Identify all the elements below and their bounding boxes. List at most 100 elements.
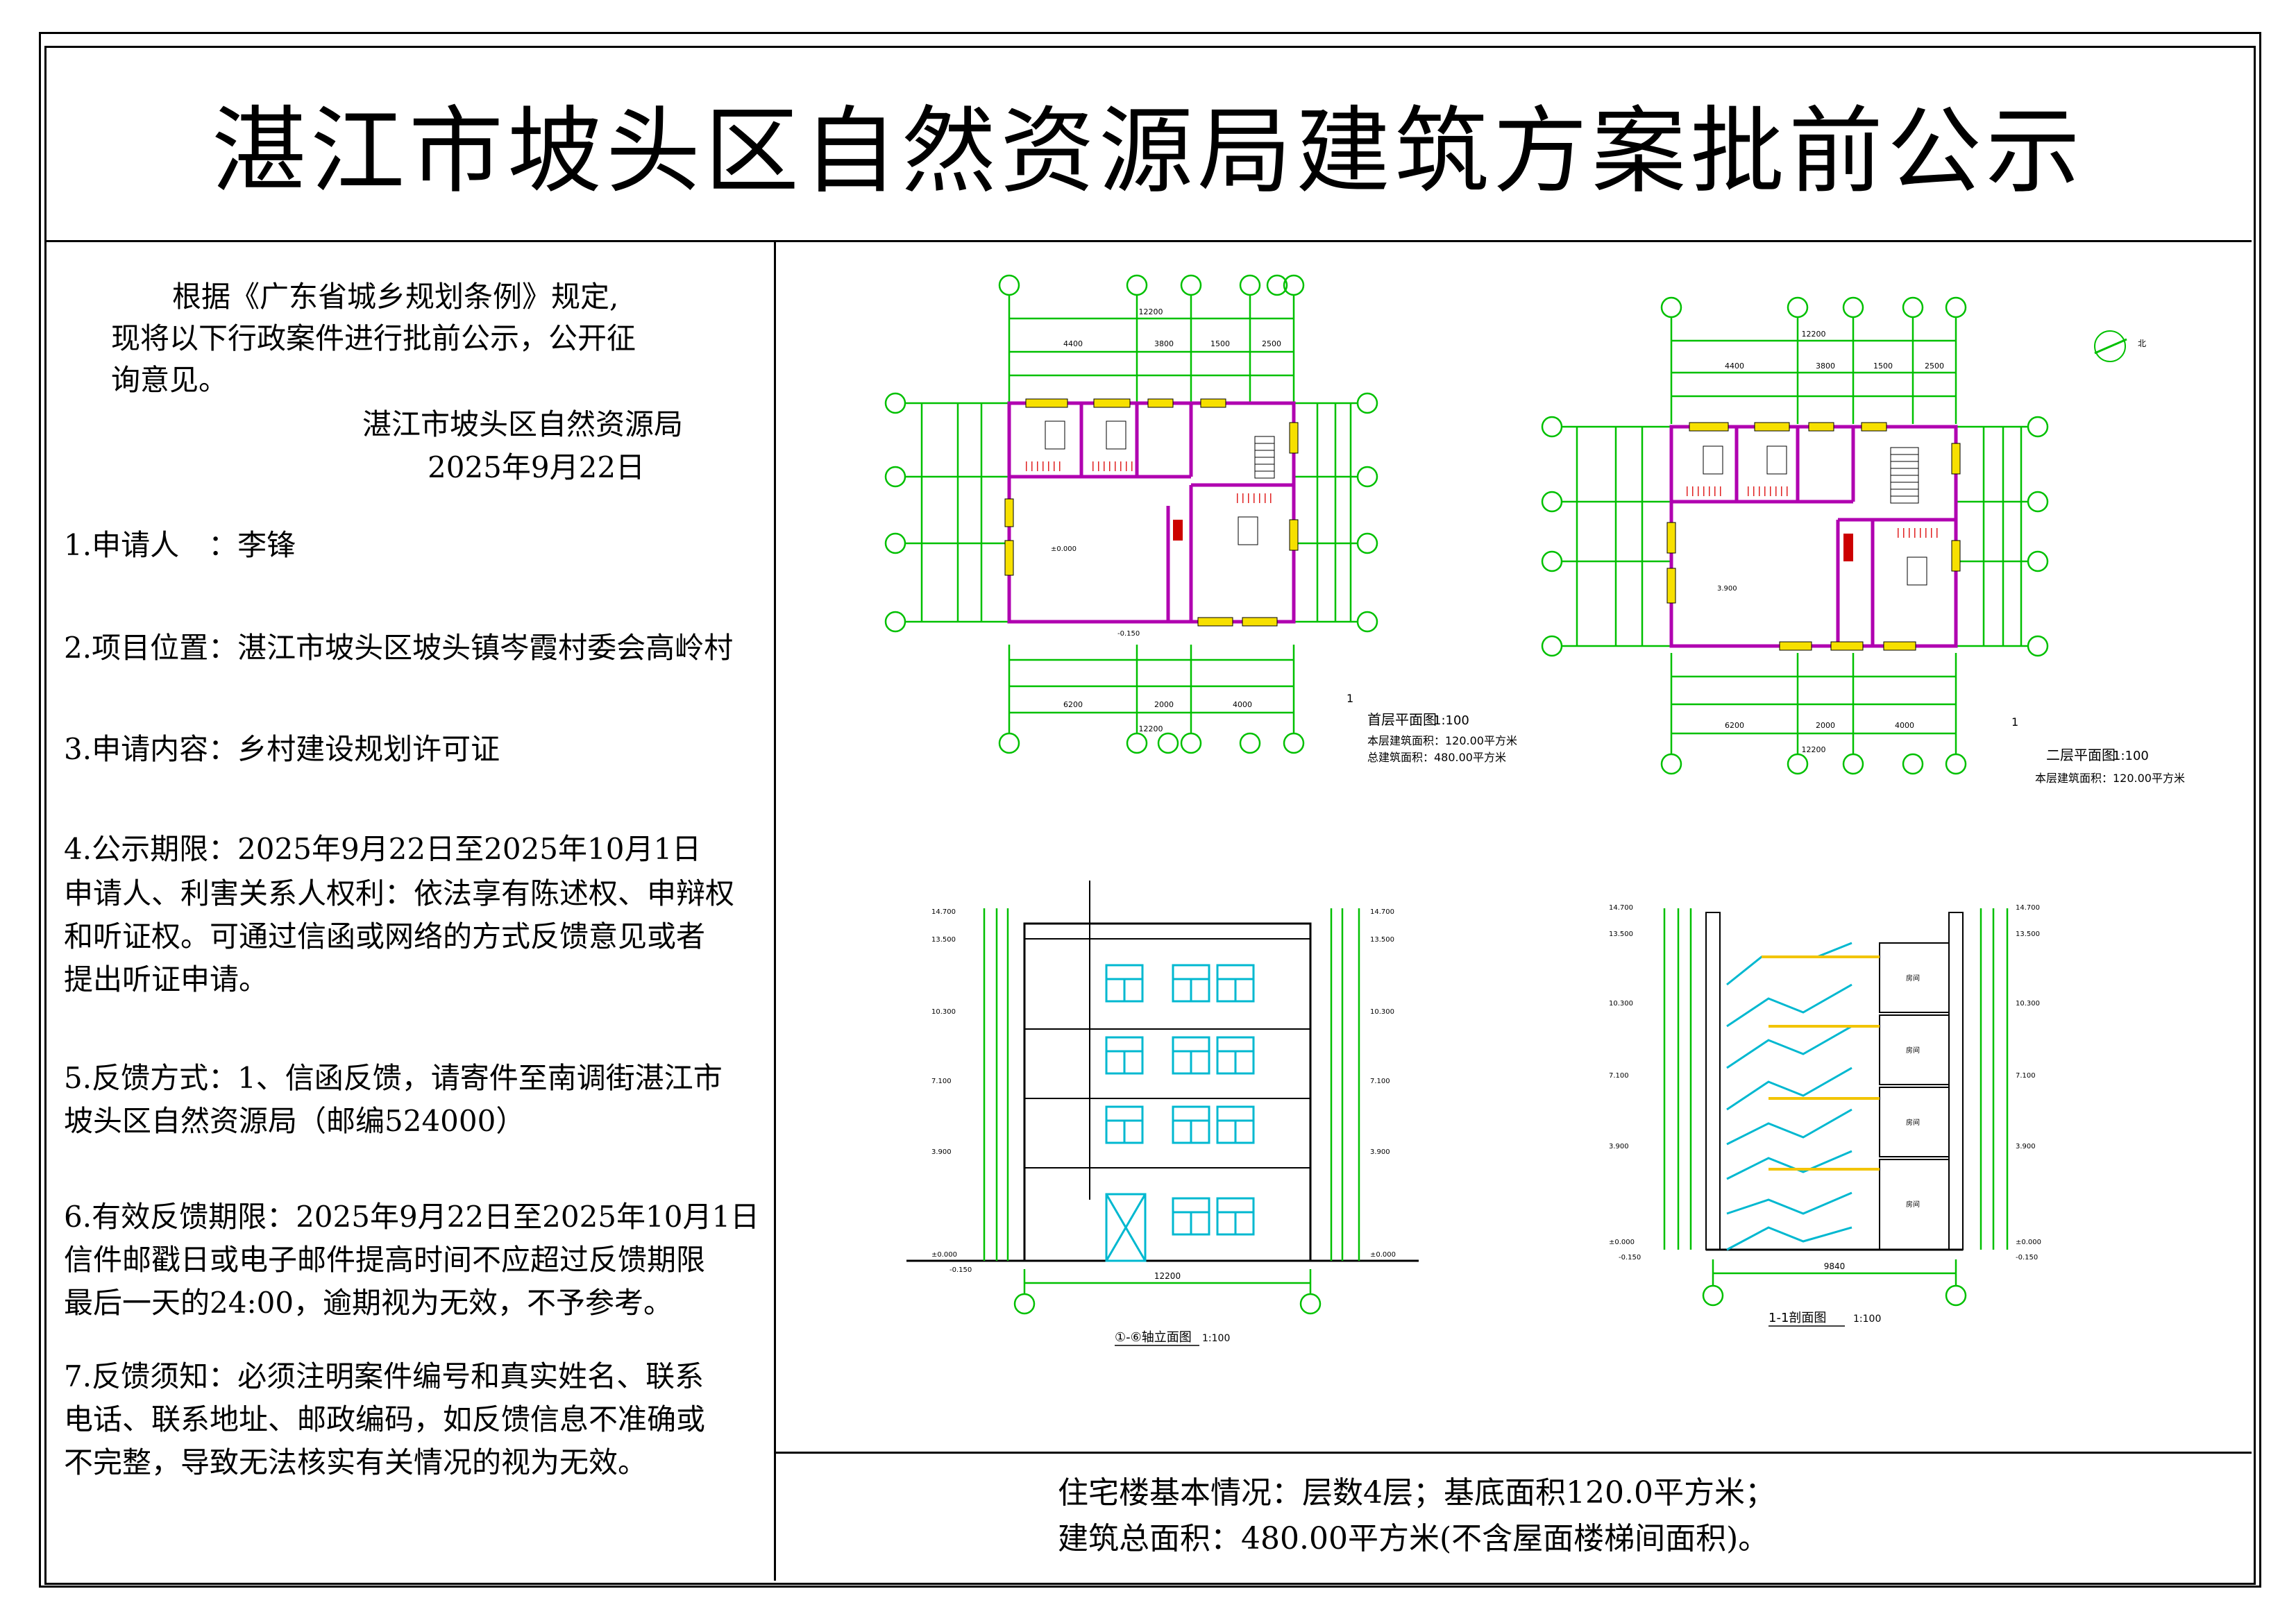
elev-r-0: ±0.000 — [1370, 1251, 1396, 1259]
plan1-title: 首层平面图 — [1367, 711, 1437, 728]
sec-l-7100: 7.100 — [1609, 1072, 1629, 1080]
room-label-4: 房间 — [1906, 974, 1920, 983]
rights-line-3: 提出听证申请。 — [64, 962, 269, 996]
plan2-dim-b2: 2000 — [1816, 721, 1835, 730]
application-content: 3.申请内容：乡村建设规划许可证 — [64, 732, 500, 766]
elev-r-7100: 7.100 — [1370, 1078, 1390, 1085]
page-title: 湛江市坡头区自然资源局建筑方案批前公示 — [212, 96, 2084, 207]
elev-r-13500: 13.500 — [1370, 936, 1394, 944]
elev-r-3900: 3.900 — [1370, 1148, 1390, 1156]
plan2-scale: 1:100 — [2113, 749, 2149, 763]
elevation-scale: 1:100 — [1202, 1333, 1230, 1344]
inner-frame — [44, 46, 2256, 1585]
room-label-1: 房间 — [1906, 1200, 1920, 1209]
plan1-section-mark: 1 — [1347, 692, 1353, 705]
room-label-3: 房间 — [1906, 1046, 1920, 1055]
sec-r-0: ±0.000 — [2016, 1239, 2041, 1246]
section-dim-total: 9840 — [1824, 1261, 1846, 1271]
sec-l-0: ±0.000 — [1609, 1239, 1635, 1246]
sec-r-m150: -0.150 — [2016, 1254, 2038, 1261]
project-location: 2.项目位置：湛江市坡头区坡头镇岑霞村委会高岭村 — [64, 631, 734, 665]
section-scale: 1:100 — [1853, 1314, 1881, 1325]
elev-l-7100: 7.100 — [931, 1078, 952, 1085]
title-row: 湛江市坡头区自然资源局建筑方案批前公示 — [44, 46, 2252, 242]
summary-line-2: 建筑总面积：480.00平方米(不含屋面楼梯间面积)。 — [1058, 1521, 1769, 1556]
notice-date: 2025年9月22日 — [428, 450, 645, 484]
notice-column — [44, 242, 776, 1581]
plan1-dim-total-bottom: 12200 — [1139, 724, 1163, 733]
plan1-dim-2: 3800 — [1154, 339, 1174, 348]
sec-r-7100: 7.100 — [2016, 1072, 2036, 1080]
sec-l-10300: 10.300 — [1609, 1000, 1633, 1008]
elev-r-14700: 14.700 — [1370, 908, 1394, 916]
sec-r-13500: 13.500 — [2016, 931, 2040, 938]
elev-l-3900: 3.900 — [931, 1148, 952, 1156]
plan1-total-area: 总建筑面积：480.00平方米 — [1367, 751, 1506, 764]
rights-line-1: 申请人、利害关系人权利：依法享有陈述权、申辩权 — [64, 876, 735, 910]
elev-l-10300: 10.300 — [931, 1008, 956, 1016]
plan2-level: 3.900 — [1717, 585, 1737, 593]
plan1-scale: 1:100 — [1433, 713, 1469, 728]
notice-line-3: 不完整，导致无法核实有关情况的视为无效。 — [64, 1445, 648, 1479]
drawings-area: 12200 4400 3800 1500 2500 6200 2000 4000… — [884, 274, 2185, 1346]
sec-l-3900: 3.900 — [1609, 1143, 1629, 1150]
second-floor-plan: 12200 4400 3800 1500 2500 6200 2000 4000… — [1541, 296, 2185, 785]
elev-l-13500: 13.500 — [931, 936, 956, 944]
feedback-line-1: 5.反馈方式：1、信函反馈，请寄件至南调街湛江市 — [64, 1061, 723, 1095]
applicant: 1.申请人 ：李锋 — [64, 528, 296, 562]
notice-line-2: 电话、联系地址、邮政编码，如反馈信息不准确或 — [64, 1402, 706, 1436]
rights-line-2: 和听证权。可通过信函或网络的方式反馈意见或者 — [64, 919, 706, 953]
plan2-dim-1: 4400 — [1725, 362, 1744, 371]
plan2-dim-2: 3800 — [1816, 362, 1835, 371]
plan1-dim-1: 4400 — [1063, 339, 1083, 348]
elev-l-0: ±0.000 — [931, 1251, 957, 1259]
publicity-period: 4.公示期限：2025年9月22日至2025年10月1日 — [64, 832, 702, 866]
plan1-dim-b3: 4000 — [1233, 700, 1252, 709]
plan2-dim-total-bottom: 12200 — [1802, 745, 1826, 754]
outer-frame — [39, 32, 2261, 1588]
elev-l-14700: 14.700 — [931, 908, 956, 916]
summary-box — [776, 1452, 2252, 1583]
plan1-dim-total: 12200 — [1139, 307, 1163, 316]
north-label: 北 — [2138, 339, 2146, 348]
plan1-dim-b1: 6200 — [1063, 700, 1083, 709]
plan1-area: 本层建筑面积：120.00平方米 — [1367, 734, 1517, 747]
plan2-section-mark: 1 — [2011, 715, 2018, 729]
sec-r-14700: 14.700 — [2016, 904, 2040, 912]
intro-line-3: 询意见。 — [111, 363, 228, 397]
plan2-dim-b1: 6200 — [1725, 721, 1744, 730]
valid-period-line-2: 信件邮戳日或电子邮件提高时间不应超过反馈期限 — [64, 1243, 706, 1277]
plan1-level-m: -0.150 — [1117, 630, 1140, 638]
plan1-dim-4: 2500 — [1262, 339, 1281, 348]
elevation-title: ①-⑥轴立面图 — [1115, 1330, 1192, 1345]
valid-period-line-1: 6.有效反馈期限：2025年9月22日至2025年10月1日 — [64, 1200, 760, 1234]
elevation-drawing: 14.700 13.500 10.300 7.100 3.900 ±0.000 … — [906, 881, 1419, 1346]
sec-r-10300: 10.300 — [2016, 1000, 2040, 1008]
plan2-area: 本层建筑面积：120.00平方米 — [2035, 772, 2185, 785]
plan2-dim-b3: 4000 — [1895, 721, 1914, 730]
plan1-level: ±0.000 — [1051, 545, 1077, 553]
sec-r-3900: 3.900 — [2016, 1143, 2036, 1150]
north-arrow-icon: 北 — [2094, 330, 2146, 362]
issuer: 湛江市坡头区自然资源局 — [362, 407, 684, 441]
feedback-line-2: 坡头区自然资源局（邮编524000） — [64, 1104, 525, 1138]
plan2-dim-3: 1500 — [1873, 362, 1893, 371]
intro-line-2: 现将以下行政案件进行批前公示，公开征 — [111, 321, 636, 355]
summary-line-1: 住宅楼基本情况：层数4层；基底面积120.0平方米； — [1058, 1475, 1775, 1511]
plan2-dim-total: 12200 — [1802, 330, 1826, 339]
plan1-dim-3: 1500 — [1210, 339, 1230, 348]
elev-l-m150: -0.150 — [949, 1266, 972, 1274]
valid-period-line-3: 最后一天的24:00，逾期视为无效，不予参考。 — [64, 1286, 673, 1320]
plan1-dim-b2: 2000 — [1154, 700, 1174, 709]
plan2-title: 二层平面图 — [2046, 747, 2116, 763]
section-drawing: 房间 房间 房间 房间 14.700 13.500 10.300 7.100 3… — [1609, 904, 2041, 1327]
first-floor-plan: 12200 4400 3800 1500 2500 6200 2000 4000… — [884, 274, 1517, 764]
elev-dim-total: 12200 — [1154, 1271, 1181, 1281]
notice-line-1: 7.反馈须知：必须注明案件编号和真实姓名、联系 — [64, 1359, 704, 1393]
plan2-dim-4: 2500 — [1925, 362, 1944, 371]
sec-l-m150: -0.150 — [1619, 1254, 1641, 1261]
room-label-2: 房间 — [1906, 1118, 1920, 1127]
intro-line-1: 根据《广东省城乡规划条例》规定, — [172, 280, 619, 314]
sec-l-14700: 14.700 — [1609, 904, 1633, 912]
section-title: 1-1剖面图 — [1769, 1311, 1826, 1325]
